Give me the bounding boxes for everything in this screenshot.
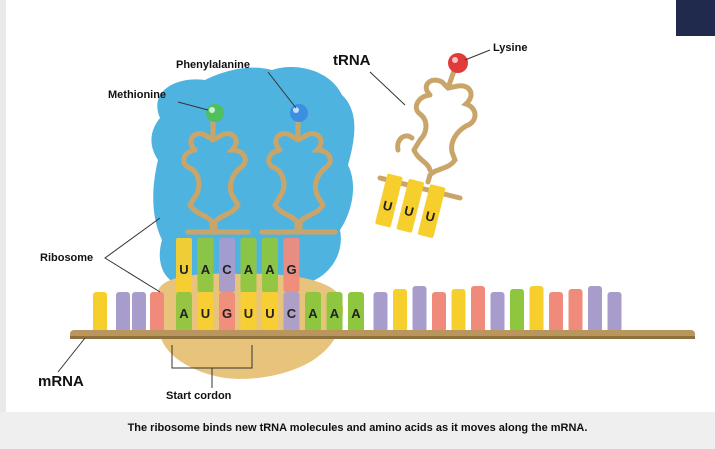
mrna-base-unlabeled [471, 286, 485, 332]
lysine-leader [464, 49, 491, 61]
mrna-base-unlabeled [607, 292, 622, 332]
anticodon-base-2: A [197, 238, 214, 292]
trna-label: tRNA [333, 52, 371, 69]
mrna-base-unlabeled [393, 289, 407, 332]
mrna-base-2: U [197, 292, 214, 332]
mrna-backbone-shadow [70, 336, 695, 339]
ribosome-leader [104, 217, 161, 293]
mrna-base-unlabeled [93, 292, 107, 332]
mrna-base-unlabeled [116, 292, 130, 332]
lysine-sphere [448, 53, 468, 73]
free-anticodon-base-2: U [396, 179, 424, 233]
mrna-base-unlabeled [490, 292, 505, 332]
mrna-base-4: U [240, 292, 257, 332]
trna-leader [369, 71, 406, 106]
mrna-base-letter: A [330, 306, 340, 321]
anticodon-base-6: G [283, 238, 300, 292]
mrna-base-unlabeled [412, 286, 427, 332]
phenylalanine-label: Phenylalanine [176, 59, 250, 71]
mrna-base-unlabeled [549, 292, 563, 332]
phenylalanine-highlight [293, 107, 299, 113]
methionine-highlight [209, 107, 215, 113]
top-margin [0, 0, 715, 32]
caption-bar [0, 412, 715, 449]
figure-caption: The ribosome binds new tRNA molecules an… [127, 422, 588, 434]
mrna-base-3: G [219, 292, 235, 332]
methionine-leader [177, 101, 209, 111]
start-codon-label: Start cordon [166, 390, 232, 402]
free-anticodon-base-1: U [375, 173, 403, 228]
mrna-base-8: A [326, 292, 343, 332]
anticodon-letter: G [286, 262, 296, 277]
mrna-base-7: A [305, 292, 321, 332]
anticodon-base-5: A [262, 238, 278, 292]
mrna-base-unlabeled [568, 289, 583, 332]
methionine-sphere [206, 104, 224, 122]
anticodon-letter: C [222, 262, 232, 277]
mrna-base-letter: A [308, 306, 318, 321]
mrna-base-unlabeled [510, 289, 524, 332]
mrna-base-unlabeled [451, 289, 466, 332]
mrna-base-unlabeled [150, 292, 164, 332]
anticodon-letter: A [265, 262, 275, 277]
mrna-base-unlabeled [588, 286, 602, 332]
anticodon-letter: A [244, 262, 254, 277]
mrna-label: mRNA [38, 373, 84, 390]
mrna-base-unlabeled [373, 292, 388, 332]
mrna-base-6: C [283, 292, 300, 332]
left-margin [0, 0, 6, 449]
mrna-base-1: A [176, 292, 192, 332]
mrna-base-unlabeled [432, 292, 446, 332]
phenylalanine-sphere [290, 104, 308, 122]
mrna-base-9: A [348, 292, 364, 332]
mrna-base-unlabeled [529, 286, 544, 332]
slide-accent-block [676, 0, 715, 36]
free-anticodon-letter: U [424, 208, 437, 225]
mrna-leader [57, 337, 86, 373]
mrna-base-unlabeled [132, 292, 146, 332]
mrna-base-5: U [262, 292, 278, 332]
free-anticodon-base-3: U [418, 184, 446, 238]
anticodon-letter: A [201, 262, 211, 277]
anticodon-letter: U [179, 262, 188, 277]
mrna-base-letter: U [244, 306, 253, 321]
free-anticodon-letter: U [403, 203, 416, 220]
phenylalanine-leader [267, 71, 297, 109]
free-anticodon-letter: U [381, 197, 394, 214]
trna-lysine-body [377, 65, 478, 201]
mrna-base-letter: G [222, 306, 232, 321]
methionine-label: Methionine [108, 89, 167, 101]
mrna-base-letter: U [265, 306, 274, 321]
anticodon-base-3: C [219, 238, 235, 292]
anticodon-base-1: U [176, 238, 192, 292]
mrna-base-letter: A [179, 306, 189, 321]
trna-methionine-body [181, 117, 251, 235]
anticodon-base-4: A [240, 238, 257, 292]
ribosome-label: Ribosome [40, 252, 94, 264]
mrna-base-letter: A [351, 306, 361, 321]
mrna-base-letter: C [287, 306, 297, 321]
lysine-label: Lysine [493, 42, 528, 54]
mrna-base-letter: U [201, 306, 210, 321]
lysine-highlight [452, 57, 458, 63]
trna-phenylalanine-body [259, 117, 338, 235]
